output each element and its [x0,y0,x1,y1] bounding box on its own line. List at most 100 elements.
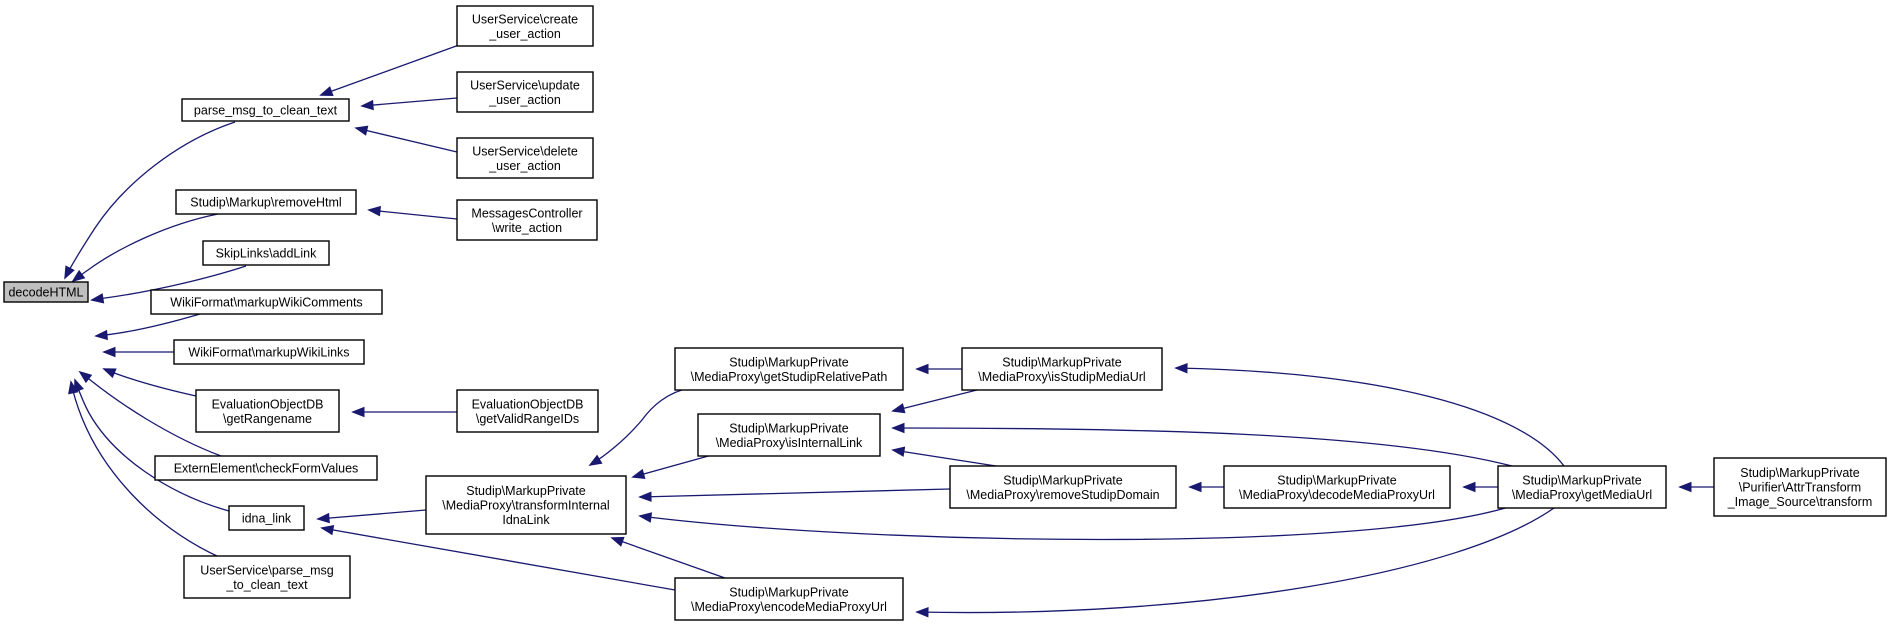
edge-mp-getmediaurl-to-mp-transforminternalidnalink [638,505,1513,541]
node-label-line: \write_action [492,221,562,235]
node-box [456,389,599,433]
edge-arrowhead [1678,481,1692,493]
node-user-delete[interactable]: UserService\delete_user_action [456,137,594,179]
node-label-line: MessagesController [471,206,582,220]
node-decodehtml[interactable]: decodeHTML [3,281,89,303]
edge-wiki-links-to-decodehtml [102,346,174,358]
edge-arrowhead [316,512,330,524]
edge-arrowhead [588,454,603,467]
node-label-line: \MediaProxy\transformInternal [442,499,609,513]
node-skiplinks-addlink[interactable]: SkipLinks\addLink [202,240,330,266]
node-parse-msg-to-clean-text[interactable]: parse_msg_to_clean_text [181,98,350,122]
edge-line [639,488,951,498]
edge-mp-decodemediaproxyurl-to-mp-removestudipdomain [1188,481,1224,493]
edge-line [72,213,219,282]
edge-parse-msg-to-clean-text-to-decodehtml [64,121,236,280]
edge-arrowhead [1462,481,1476,493]
edge-line [916,507,1555,614]
node-label-line: \getValidRangeIDs [476,412,579,426]
node-box [949,465,1177,509]
node-label-line: \MediaProxy\removeStudipDomain [966,488,1159,502]
node-label-line: Studip\MarkupPrivate [1522,473,1642,487]
edge-mp-removestudipdomain-to-mp-isinternallink [891,446,997,467]
edge-mp-encodemediaproxyurl-to-idna-link [320,524,676,591]
edge-arrowhead [915,606,929,618]
node-label-line: UserService\parse_msg [200,563,333,577]
node-label-line: Studip\MarkupPrivate [466,484,586,498]
node-mp-transforminternalidnalink[interactable]: Studip\MarkupPrivate\MediaProxy\transfor… [425,475,627,535]
edge-arrowhead [319,86,334,97]
node-label-line: UserService\delete [472,144,578,158]
node-wiki-comments[interactable]: WikiFormat\markupWikiComments [150,289,383,315]
node-messages-write[interactable]: MessagesController\write_action [456,199,598,241]
edge-arrowhead [90,293,105,304]
node-idna-link[interactable]: idna_link [228,505,305,531]
edge-arrowhead [320,524,335,536]
node-label-line: _to_clean_text [225,578,308,592]
node-label-line: Studip\MarkupPrivate [729,421,849,435]
edge-line [320,44,460,96]
node-wiki-links[interactable]: WikiFormat\markupWikiLinks [173,339,365,365]
node-label-line: UserService\create [472,12,578,26]
node-box [456,137,594,179]
edge-mp-encodemediaproxyurl-to-mp-transforminternalidnalink [610,536,726,579]
node-label-line: UserService\update [470,78,580,92]
edge-arrowhead [74,378,84,393]
node-box [3,281,89,303]
node-eval-getvalidrangeids[interactable]: EvaluationObjectDB\getValidRangeIDs [456,389,599,433]
node-mp-isinternallink[interactable]: Studip\MarkupPrivate\MediaProxy\isIntern… [697,413,881,457]
node-mp-isstudipmediaurl[interactable]: Studip\MarkupPrivate\MediaProxy\isStudip… [961,347,1163,391]
edge-idna-link-to-decodehtml [74,378,230,512]
node-box [202,240,330,266]
node-label-line: Studip\Markup\removeHtml [190,196,341,210]
node-label-line: EvaluationObjectDB [212,397,324,411]
edge-messages-write-to-markup-removehtml [367,205,458,220]
node-mp-getmediaurl[interactable]: Studip\MarkupPrivate\MediaProxy\getMedia… [1497,465,1667,509]
node-label-line: EvaluationObjectDB [472,397,584,411]
edge-purifier-transform-to-mp-getmediaurl [1678,481,1714,493]
node-box [175,189,357,215]
node-label-line: \MediaProxy\isStudipMediaUrl [978,370,1145,384]
edge-arrowhead [354,125,369,136]
node-label-line: \MediaProxy\decodeMediaProxyUrl [1239,488,1435,502]
node-user-update[interactable]: UserService\update_user_action [456,71,594,113]
node-mp-encodemediaproxyurl[interactable]: Studip\MarkupPrivate\MediaProxy\encodeMe… [674,577,904,621]
node-mp-getstudiprelativepath[interactable]: Studip\MarkupPrivate\MediaProxy\getStudi… [674,347,904,391]
node-purifier-transform[interactable]: Studip\MarkupPrivate\Purifier\AttrTransf… [1713,457,1887,517]
node-extern-checkformvalues[interactable]: ExternElement\checkFormValues [154,455,378,481]
node-box [697,413,881,457]
edge-line [589,387,691,466]
edge-arrowhead [1174,362,1188,374]
edge-arrowhead [102,346,116,358]
edge-line [368,209,458,220]
node-box [456,71,594,113]
node-mp-removestudipdomain[interactable]: Studip\MarkupPrivate\MediaProxy\removeSt… [949,465,1177,509]
node-user-parse-msg[interactable]: UserService\parse_msg_to_clean_text [183,555,351,599]
node-user-create[interactable]: UserService\create_user_action [456,5,594,47]
edge-line [74,379,230,512]
node-label-line: ExternElement\checkFormValues [174,462,359,476]
edge-mp-transforminternalidnalink-to-idna-link [316,509,427,524]
edge-arrowhead [71,269,86,283]
edge-mp-getmediaurl-to-mp-encodemediaproxyurl [915,507,1555,618]
edge-arrowhead [610,536,625,547]
node-label-line: _Image_Source\transform [1727,495,1873,509]
edge-arrowhead [891,446,906,457]
edge-eval-getvalidrangeids-to-eval-getrangename [351,406,457,418]
edge-mp-removestudipdomain-to-mp-transforminternalidnalink [638,488,951,502]
node-label-line: \Purifier\AttrTransform [1739,481,1861,495]
node-box [674,577,904,621]
edge-user-create-to-parse-msg-to-clean-text [319,44,460,97]
node-markup-removehtml[interactable]: Studip\Markup\removeHtml [175,189,357,215]
edge-line [892,427,1513,467]
edge-mp-isinternallink-to-mp-transforminternalidnalink [631,454,713,479]
node-label-line: decodeHTML [8,286,83,300]
edge-wiki-comments-to-decodehtml [94,313,201,341]
node-label-line: parse_msg_to_clean_text [194,104,338,118]
edges-layer [64,44,1714,618]
node-label-line: idna_link [242,512,292,526]
node-box [173,339,365,365]
edge-line [79,371,222,457]
node-eval-getrangename[interactable]: EvaluationObjectDB\getRangename [195,389,340,433]
node-mp-decodemediaproxyurl[interactable]: Studip\MarkupPrivate\MediaProxy\decodeMe… [1223,465,1451,509]
